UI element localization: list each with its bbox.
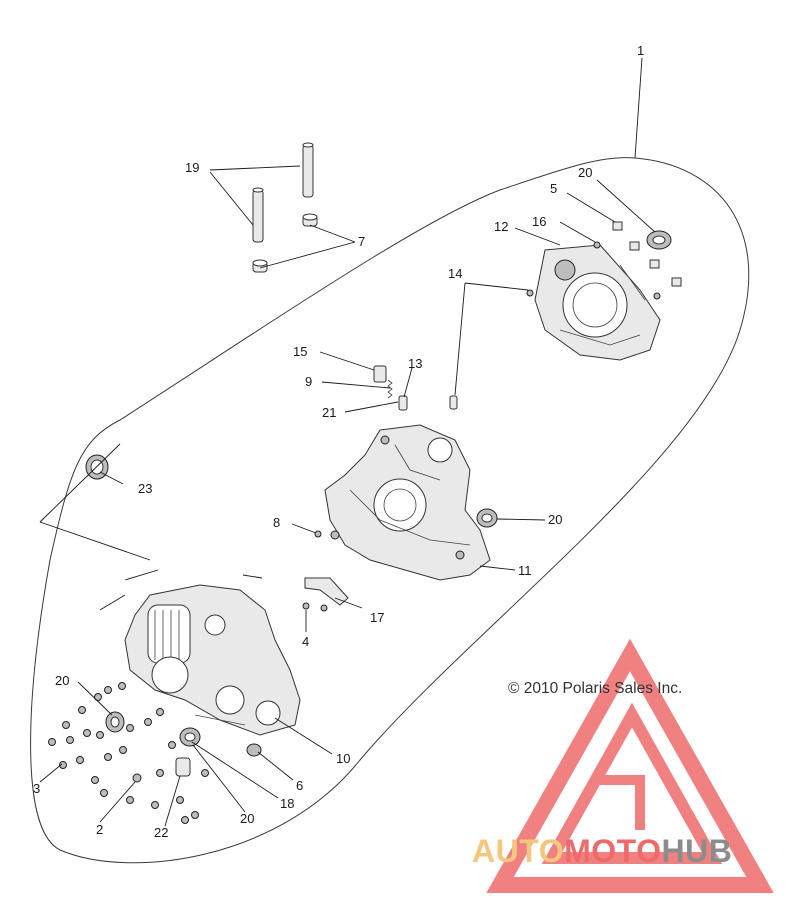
- watermark-outer-triangle: [486, 638, 774, 893]
- callout-20-lower-left: 20: [55, 673, 69, 688]
- callout-14: 14: [448, 266, 462, 281]
- callout-12: 12: [494, 219, 508, 234]
- callout-8: 8: [273, 515, 280, 530]
- callout-1: 1: [637, 43, 644, 58]
- watermark-inner-triangle: [541, 702, 723, 864]
- callout-18: 18: [280, 796, 294, 811]
- crankcase-11: [324, 424, 491, 581]
- watermark-hook: [600, 775, 645, 830]
- callout-13: 13: [408, 356, 422, 371]
- cover-10: [124, 584, 301, 736]
- callout-2: 2: [96, 822, 103, 837]
- callout-6: 6: [296, 778, 303, 793]
- callout-19: 19: [185, 160, 199, 175]
- callout-5: 5: [550, 181, 557, 196]
- seal-20-middle: [476, 508, 498, 528]
- callout-17: 17: [370, 610, 384, 625]
- watermark-text: AUTOMOTOHUB: [472, 833, 732, 869]
- callout-23: 23: [138, 481, 152, 496]
- callout-21: 21: [322, 405, 336, 420]
- bushing-7: [252, 213, 318, 273]
- watermark-text-moto: MOTO: [564, 833, 661, 869]
- bracket-17: [302, 577, 349, 612]
- callout-15: 15: [293, 344, 307, 359]
- bearing-plate-12: [534, 244, 661, 361]
- callout-22: 22: [154, 825, 168, 840]
- dowel-pin-19: [252, 142, 314, 243]
- leader-lines: [39, 57, 656, 827]
- callout-4: 4: [302, 634, 309, 649]
- seal-20-top: [646, 230, 672, 250]
- watermark-text-auto: AUTO: [472, 833, 564, 869]
- callout-16: 16: [532, 214, 546, 229]
- bolts-lower: [48, 682, 209, 824]
- callout-20-bottom: 20: [240, 811, 254, 826]
- watermark-text-hub: HUB: [661, 833, 732, 869]
- callout-7: 7: [358, 234, 365, 249]
- callout-10: 10: [336, 751, 350, 766]
- copyright-text: © 2010 Polaris Sales Inc.: [508, 680, 682, 697]
- callout-20-middle: 20: [548, 512, 562, 527]
- callout-9: 9: [305, 374, 312, 389]
- callout-11: 11: [518, 563, 532, 578]
- seal-20-lower: [105, 711, 262, 777]
- pin-8: [314, 530, 322, 538]
- assembly-outline: [30, 157, 750, 864]
- watermark-logo: [486, 638, 774, 893]
- bolts-5: [526, 221, 682, 300]
- plug-15-spring-9: [373, 365, 458, 411]
- callout-labels: 1 19 7 20 5 16 12 14 15 13 9 21 23 8 20 …: [33, 43, 644, 840]
- callout-20-top: 20: [578, 165, 592, 180]
- callout-3: 3: [33, 781, 40, 796]
